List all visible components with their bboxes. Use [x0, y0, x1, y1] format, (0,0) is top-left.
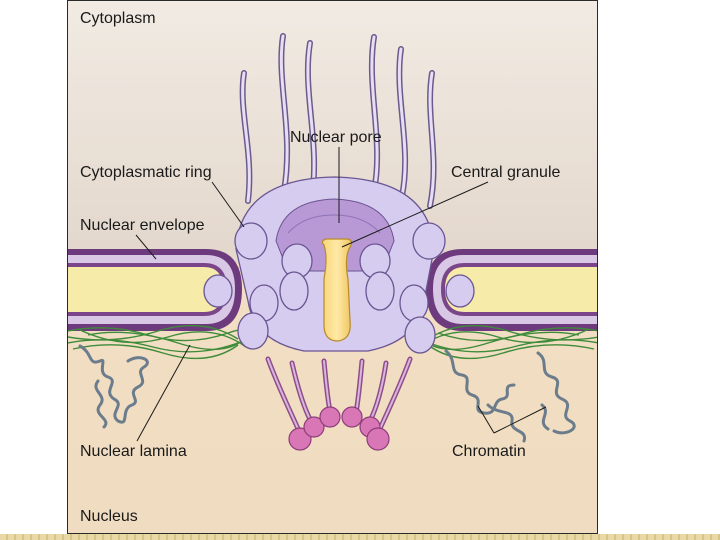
cytoplasmatic-ring-label: Cytoplasmatic ring: [80, 164, 212, 181]
nuclear-pore-complex: [203, 176, 475, 354]
nuclear-basket: [265, 356, 413, 451]
nuclear-envelope-left: [68, 249, 242, 331]
chromatin-label: Chromatin: [452, 443, 526, 460]
nuclear-envelope-right: [426, 249, 597, 331]
diagram-canvas: [68, 1, 597, 533]
nuclear-envelope-label: Nuclear envelope: [80, 217, 205, 234]
chromatin-fibers: [78, 344, 576, 443]
slide-bottom-border: [0, 534, 720, 540]
central-granule: [321, 238, 353, 342]
nucleus-label: Nucleus: [80, 508, 138, 525]
nuclear-lamina-label: Nuclear lamina: [80, 443, 187, 460]
nuclear-pore-diagram: Cytoplasm Nuclear pore Cytoplasmatic rin…: [67, 0, 598, 534]
cytoplasm-label: Cytoplasm: [80, 10, 156, 27]
leader-lines: [135, 147, 547, 442]
nuclear-pore-label: Nuclear pore: [290, 129, 382, 146]
central-granule-label: Central granule: [451, 164, 561, 181]
